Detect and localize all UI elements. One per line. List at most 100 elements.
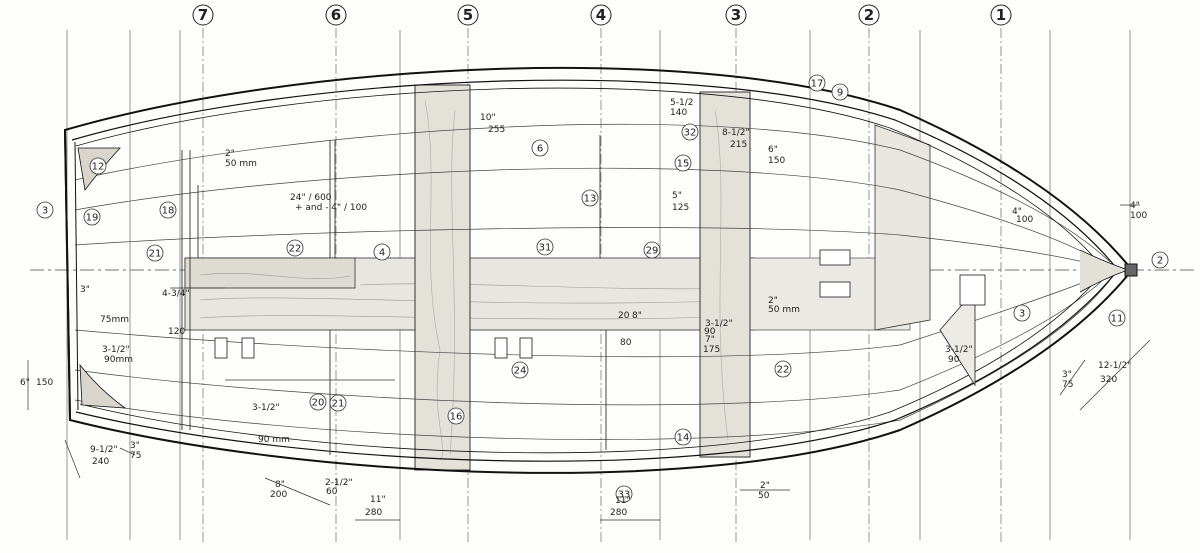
station-circle: [192, 4, 214, 26]
callout-circle: [1013, 304, 1031, 322]
dimension-label: 50: [758, 491, 770, 501]
callout-circle: [831, 83, 849, 101]
callout-number: 9: [837, 88, 843, 99]
callout-number: 2: [1157, 256, 1163, 267]
callout-number: 21: [332, 399, 345, 410]
callout-number: 19: [86, 213, 99, 224]
dimension-label: 90 mm: [258, 435, 290, 445]
callout-circle: [309, 393, 327, 411]
dimension-label: 3": [1062, 370, 1072, 380]
callout-number: 3: [1019, 309, 1025, 320]
callout-circle: [373, 243, 391, 261]
callout-number: 29: [646, 246, 659, 257]
dimension-label: 8-1/2": [722, 128, 750, 138]
dimension-label: 11": [370, 495, 386, 505]
dimension-label: 9-1/2": [90, 445, 118, 455]
callout-circle: [511, 361, 529, 379]
dimension-label: 24" / 600: [290, 193, 332, 203]
dimension-label: 255: [488, 125, 505, 135]
hull-planking: [74, 124, 1111, 440]
callout-circle: [643, 241, 661, 259]
callout-circle: [581, 189, 599, 207]
callout-number: 21: [149, 249, 162, 260]
dimension-label: 3-1/2": [252, 403, 280, 413]
dimension-label: 200: [270, 490, 287, 500]
callout-circle: [1151, 251, 1169, 269]
dimension-line: [64, 439, 81, 479]
dimension-label: 5-1/2: [670, 98, 693, 108]
dimension-line: [264, 477, 331, 506]
callout-circle: [286, 239, 304, 257]
callout-circle: [531, 139, 549, 157]
dimension-label: 215: [730, 140, 747, 150]
callout-number: 6: [537, 144, 543, 155]
dimension-label: 240: [92, 457, 109, 467]
station-number: 7: [198, 6, 208, 24]
dimension-line: [1079, 339, 1151, 411]
callout-number: 31: [539, 243, 552, 254]
callout-circle: [329, 394, 347, 412]
dimension-label: 80: [620, 338, 632, 348]
callout-number: 22: [289, 244, 302, 255]
dimension-label: 150: [36, 378, 53, 388]
station-circle: [325, 4, 347, 26]
dimension-label: 150: [768, 156, 785, 166]
dimension-label: 20: [618, 311, 630, 321]
dimension-label: 175: [703, 345, 720, 355]
dimension-label: 75mm: [100, 315, 129, 325]
station-circle: [725, 4, 747, 26]
callout-circle: [674, 154, 692, 172]
dimension-label: 8": [632, 311, 642, 321]
dimension-label: 5": [672, 191, 682, 201]
dimension-line: [119, 447, 136, 456]
hull-outline: [63, 66, 1138, 474]
station-circle: [858, 4, 880, 26]
dimension-label: 75: [130, 451, 141, 461]
callout-circle: [1108, 309, 1126, 327]
station-number: 5: [463, 6, 473, 24]
station-number: 2: [864, 6, 874, 24]
station-circle: [590, 4, 612, 26]
dimension-label: 6": [768, 145, 778, 155]
dimension-label: 3-1/2": [102, 345, 130, 355]
dimension-label: 6": [20, 378, 30, 388]
callout-circle: [774, 360, 792, 378]
callout-number: 20: [312, 398, 325, 409]
callout-number: 17: [811, 79, 824, 90]
dimension-label: 12-1/2": [1098, 361, 1131, 371]
dimension-label: 2": [760, 481, 770, 491]
dimension-label: 100: [1016, 215, 1033, 225]
floorboards: [184, 257, 911, 331]
callout-circle: [159, 201, 177, 219]
dimension-label: 320: [1100, 375, 1117, 385]
dimension-label: 90: [704, 327, 716, 337]
callout-number: 14: [677, 433, 690, 444]
callout-circle: [447, 407, 465, 425]
callout-circle: [146, 244, 164, 262]
dimension-label: 60: [326, 487, 338, 497]
callout-circle: [681, 123, 699, 141]
station-circle: [457, 4, 479, 26]
callout-number: 18: [162, 206, 175, 217]
dimension-label: 100: [1130, 211, 1147, 221]
callout-number: 13: [584, 194, 597, 205]
dimension-label: 3": [80, 285, 90, 295]
callout-circle: [808, 74, 826, 92]
callout-number: 12: [92, 162, 105, 173]
callout-number: 11: [1111, 314, 1124, 325]
callout-circle: [83, 208, 101, 226]
dimension-label: 7": [705, 335, 715, 345]
dimension-label: 125: [672, 203, 689, 213]
dimension-label: 2": [225, 149, 235, 159]
dimension-label: 90: [948, 355, 960, 365]
dimension-label: 140: [670, 108, 687, 118]
quarter-knees-and-frames: [181, 135, 986, 455]
dimension-line: [1059, 359, 1086, 396]
station-number: 1: [996, 6, 1006, 24]
callout-number: 22: [777, 365, 790, 376]
